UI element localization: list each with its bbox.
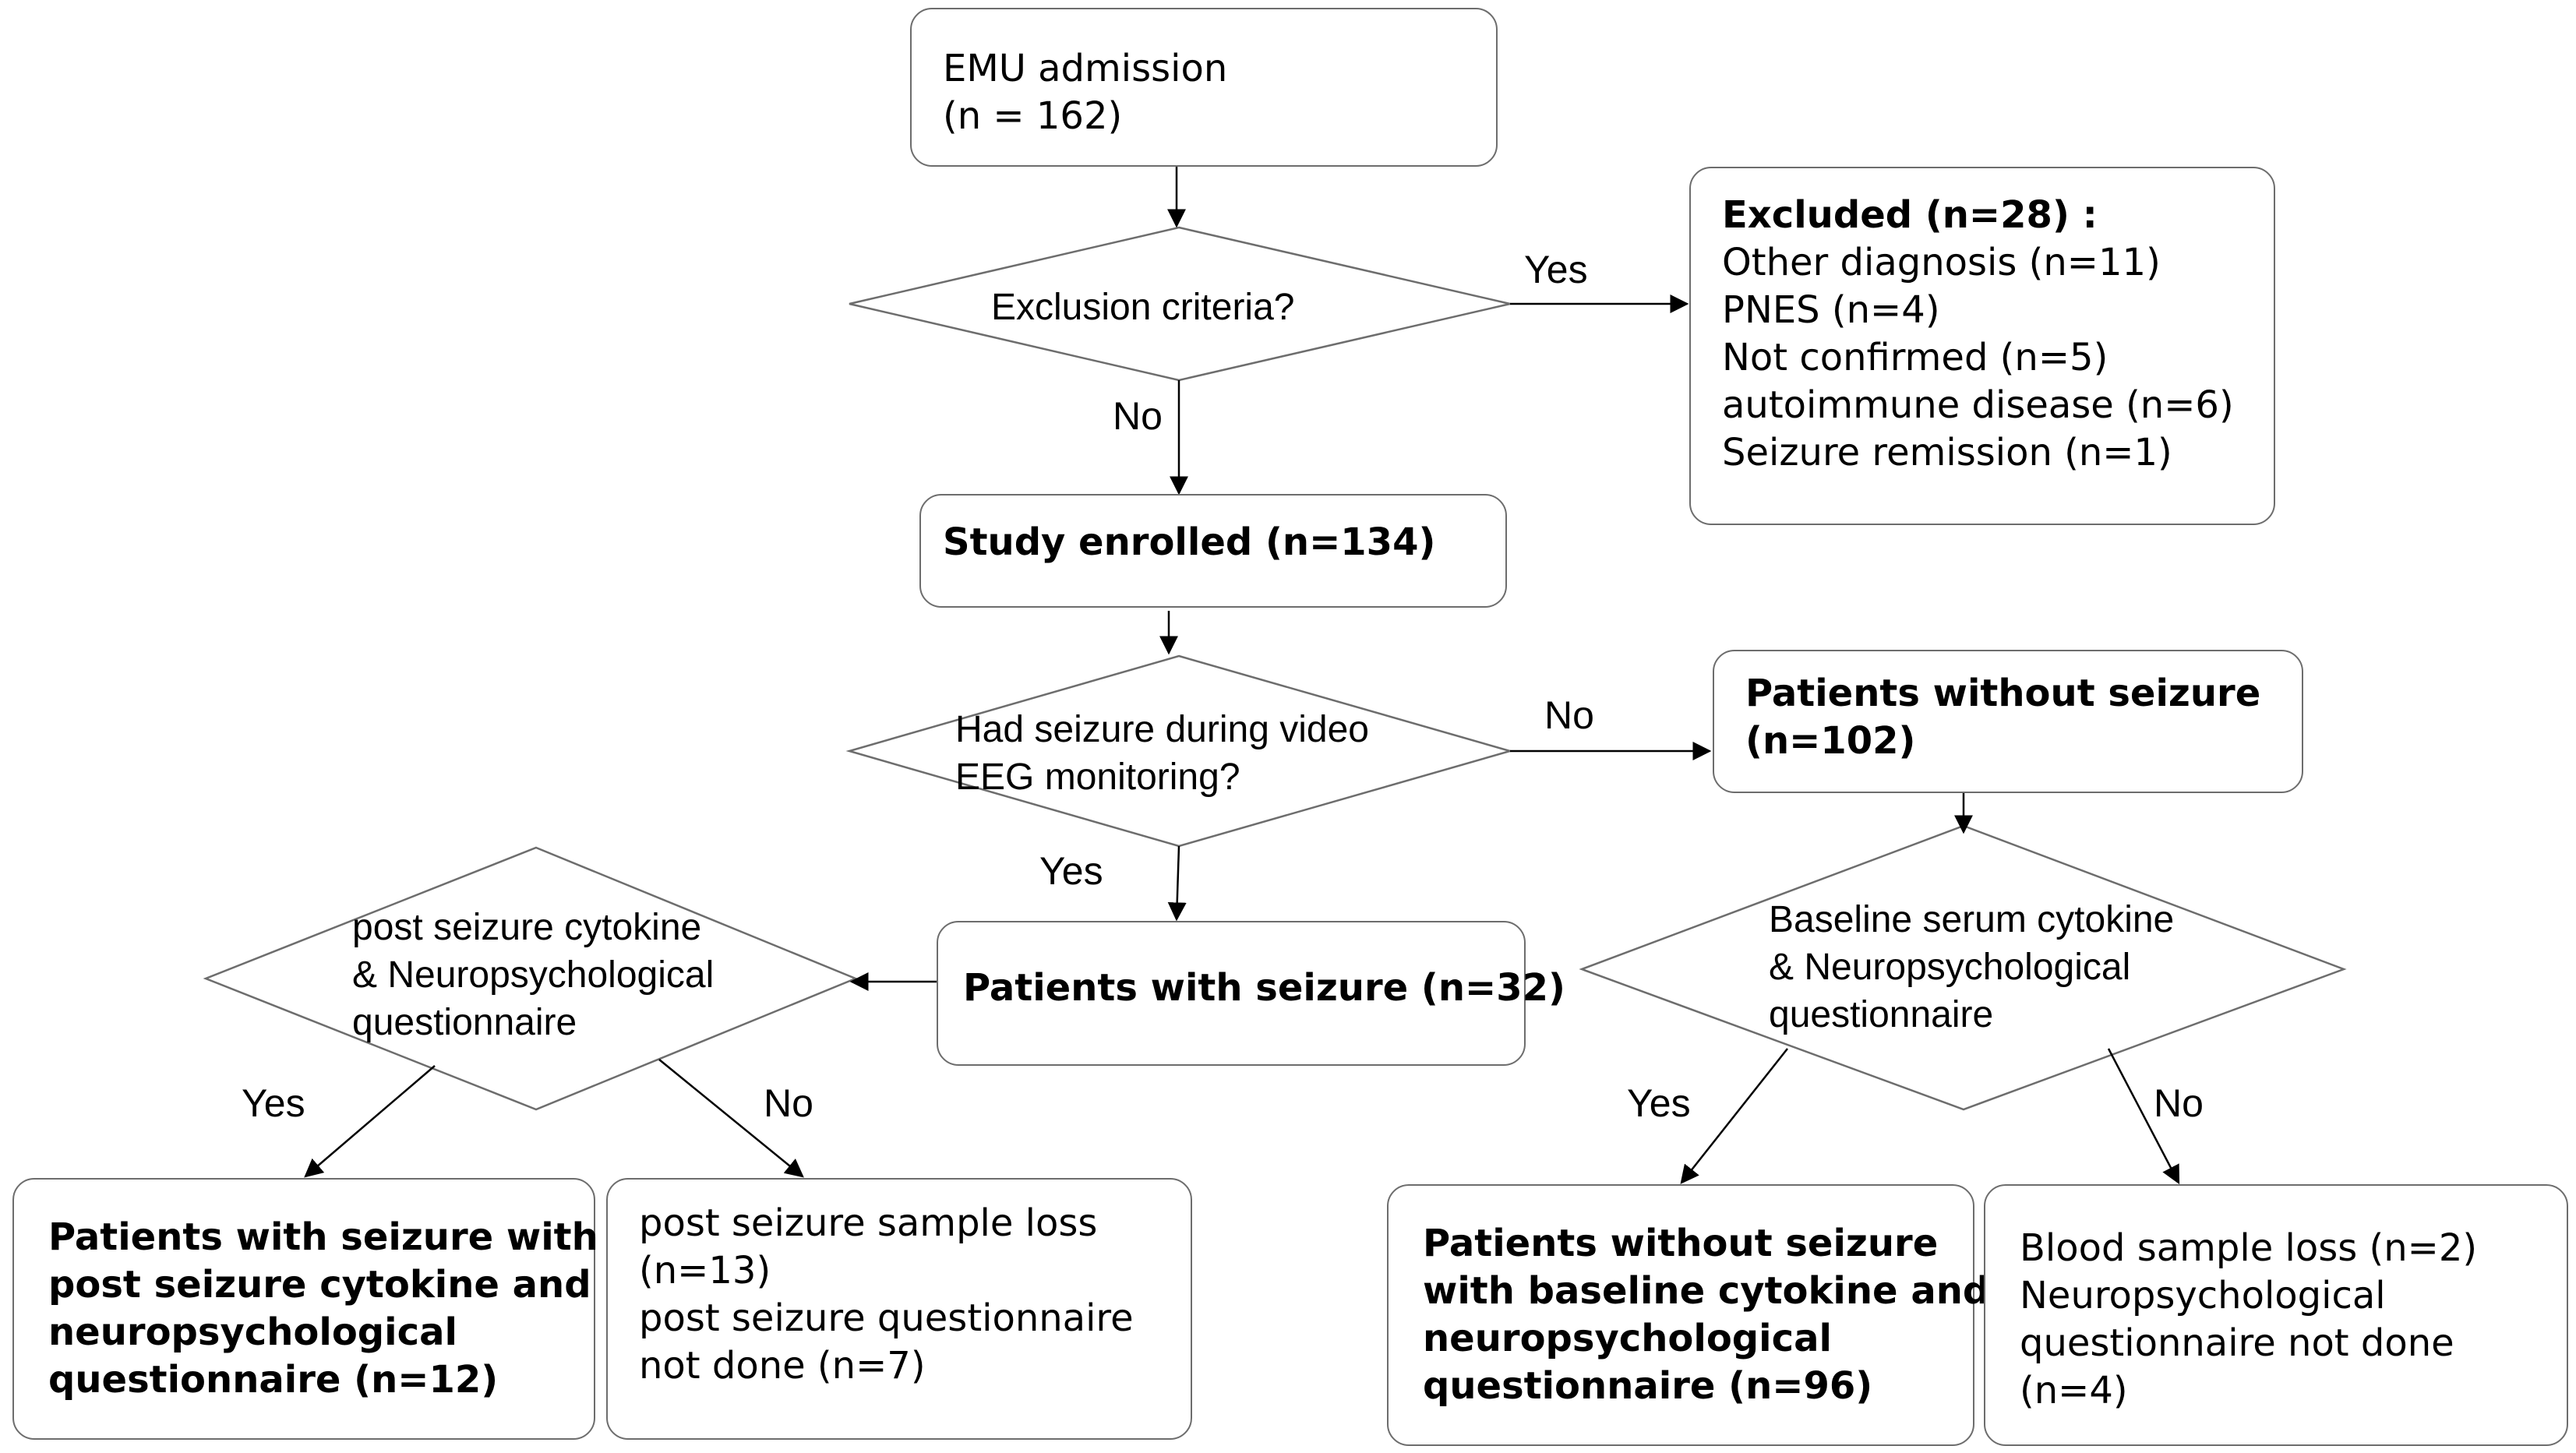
seizure-with-post-line-1: Patients with seizure with [48, 1215, 598, 1259]
arrow-baseline-no [2107, 1048, 2180, 1185]
without-seizure-baseline-line-2: with baseline cytokine and [1423, 1269, 1990, 1313]
post-seizure-loss-line-4: not done (n=7) [639, 1344, 926, 1388]
seizure-with-post-box: Patients with seizure with post seizure … [12, 1178, 598, 1440]
excluded-item-5: Seizure remission (n=1) [1722, 431, 2172, 474]
blood-sample-loss-line-1: Blood sample loss (n=2) [2020, 1226, 2478, 1270]
without-seizure-baseline-line-1: Patients without seizure [1423, 1222, 1939, 1265]
patients-without-seizure-box: Patients without seizure (n=102) [1713, 650, 2303, 793]
post-seizure-diamond [203, 846, 859, 1111]
seizure-no-label: No [1544, 693, 1594, 737]
without-seizure-baseline-line-3: neuropsychological [1423, 1317, 1832, 1360]
patients-without-seizure-line-2: (n=102) [1745, 719, 1916, 763]
blood-sample-loss-line-4: (n=4) [2020, 1369, 2128, 1412]
excluded-title: Excluded (n=28) : [1722, 193, 2098, 237]
excluded-item-1: Other diagnosis (n=11) [1722, 241, 2161, 284]
seizure-with-post-line-3: neuropsychological [48, 1310, 457, 1354]
patients-with-seizure-label: Patients with seizure (n=32) [963, 966, 1565, 1010]
had-seizure-line-2: EEG monitoring? [955, 756, 1240, 798]
arrow-had-seizure-to-with [1167, 845, 1187, 922]
exclusion-no-label: No [1113, 394, 1163, 438]
seizure-with-post-line-4: questionnaire (n=12) [48, 1358, 499, 1402]
had-seizure-text: Had seizure during video EEG monitoring? [955, 706, 1369, 801]
baseline-yes-label: Yes [1627, 1081, 1691, 1125]
post-seizure-loss-box: post seizure sample loss (n=13) post sei… [606, 1178, 1192, 1440]
post-no-label: No [764, 1081, 813, 1125]
baseline-diamond [1579, 824, 2347, 1111]
post-seizure-decision-line-2: & Neuropsychological [352, 954, 715, 996]
baseline-decision-line-3: questionnaire [1769, 994, 1994, 1035]
post-yes-label: Yes [242, 1081, 305, 1125]
blood-sample-loss-box: Blood sample loss (n=2) Neuropsychologic… [1984, 1184, 2568, 1446]
patients-without-seizure-line-1: Patients without seizure [1745, 672, 2261, 715]
post-seizure-decision-line-3: questionnaire [352, 1002, 577, 1043]
exclusion-criteria-line-1: Exclusion criteria? [991, 287, 1295, 328]
emu-admission-box: EMU admission (n = 162) [910, 8, 1498, 167]
blood-sample-loss-line-3: questionnaire not done [2020, 1321, 2454, 1365]
excluded-item-3: Not confirmed (n=5) [1722, 336, 2108, 379]
post-seizure-loss-line-1: post seizure sample loss [639, 1201, 1098, 1245]
emu-admission-line-2: (n = 162) [943, 94, 1123, 138]
blood-sample-loss-line-2: Neuropsychological [2020, 1274, 2386, 1317]
study-enrolled-label: Study enrolled (n=134) [943, 520, 1436, 564]
excluded-item-4: autoimmune disease (n=6) [1722, 383, 2234, 427]
excluded-box: Excluded (n=28) : Other diagnosis (n=11)… [1689, 167, 2275, 525]
patients-with-seizure-box: Patients with seizure (n=32) [937, 921, 1565, 1066]
without-seizure-baseline-line-4: questionnaire (n=96) [1423, 1364, 1873, 1408]
post-seizure-loss-line-3: post seizure questionnaire [639, 1296, 1134, 1340]
exclusion-yes-label: Yes [1524, 248, 1588, 291]
post-seizure-decision-line-1: post seizure cytokine [352, 907, 702, 948]
arrow-post-yes [304, 1065, 436, 1178]
study-enrolled-box: Study enrolled (n=134) [919, 494, 1507, 608]
baseline-decision-line-1: Baseline serum cytokine [1769, 899, 2175, 940]
arrow-baseline-yes [1680, 1048, 1788, 1184]
baseline-decision-text: Baseline serum cytokine & Neuropsycholog… [1769, 896, 2174, 1039]
exclusion-criteria-text: Exclusion criteria? [991, 284, 1294, 331]
baseline-no-label: No [2154, 1081, 2204, 1125]
post-seizure-loss-line-2: (n=13) [639, 1249, 771, 1293]
post-seizure-decision-text: post seizure cytokine & Neuropsychologic… [352, 904, 714, 1046]
seizure-with-post-line-2: post seizure cytokine and [48, 1263, 591, 1307]
emu-admission-line-1: EMU admission [943, 47, 1228, 90]
baseline-decision-line-2: & Neuropsychological [1769, 947, 2131, 988]
seizure-yes-label: Yes [1039, 849, 1103, 893]
excluded-item-2: PNES (n=4) [1722, 288, 1940, 332]
without-seizure-baseline-box: Patients without seizure with baseline c… [1387, 1184, 1990, 1446]
had-seizure-line-1: Had seizure during video [955, 709, 1369, 750]
arrow-post-no [658, 1059, 804, 1178]
